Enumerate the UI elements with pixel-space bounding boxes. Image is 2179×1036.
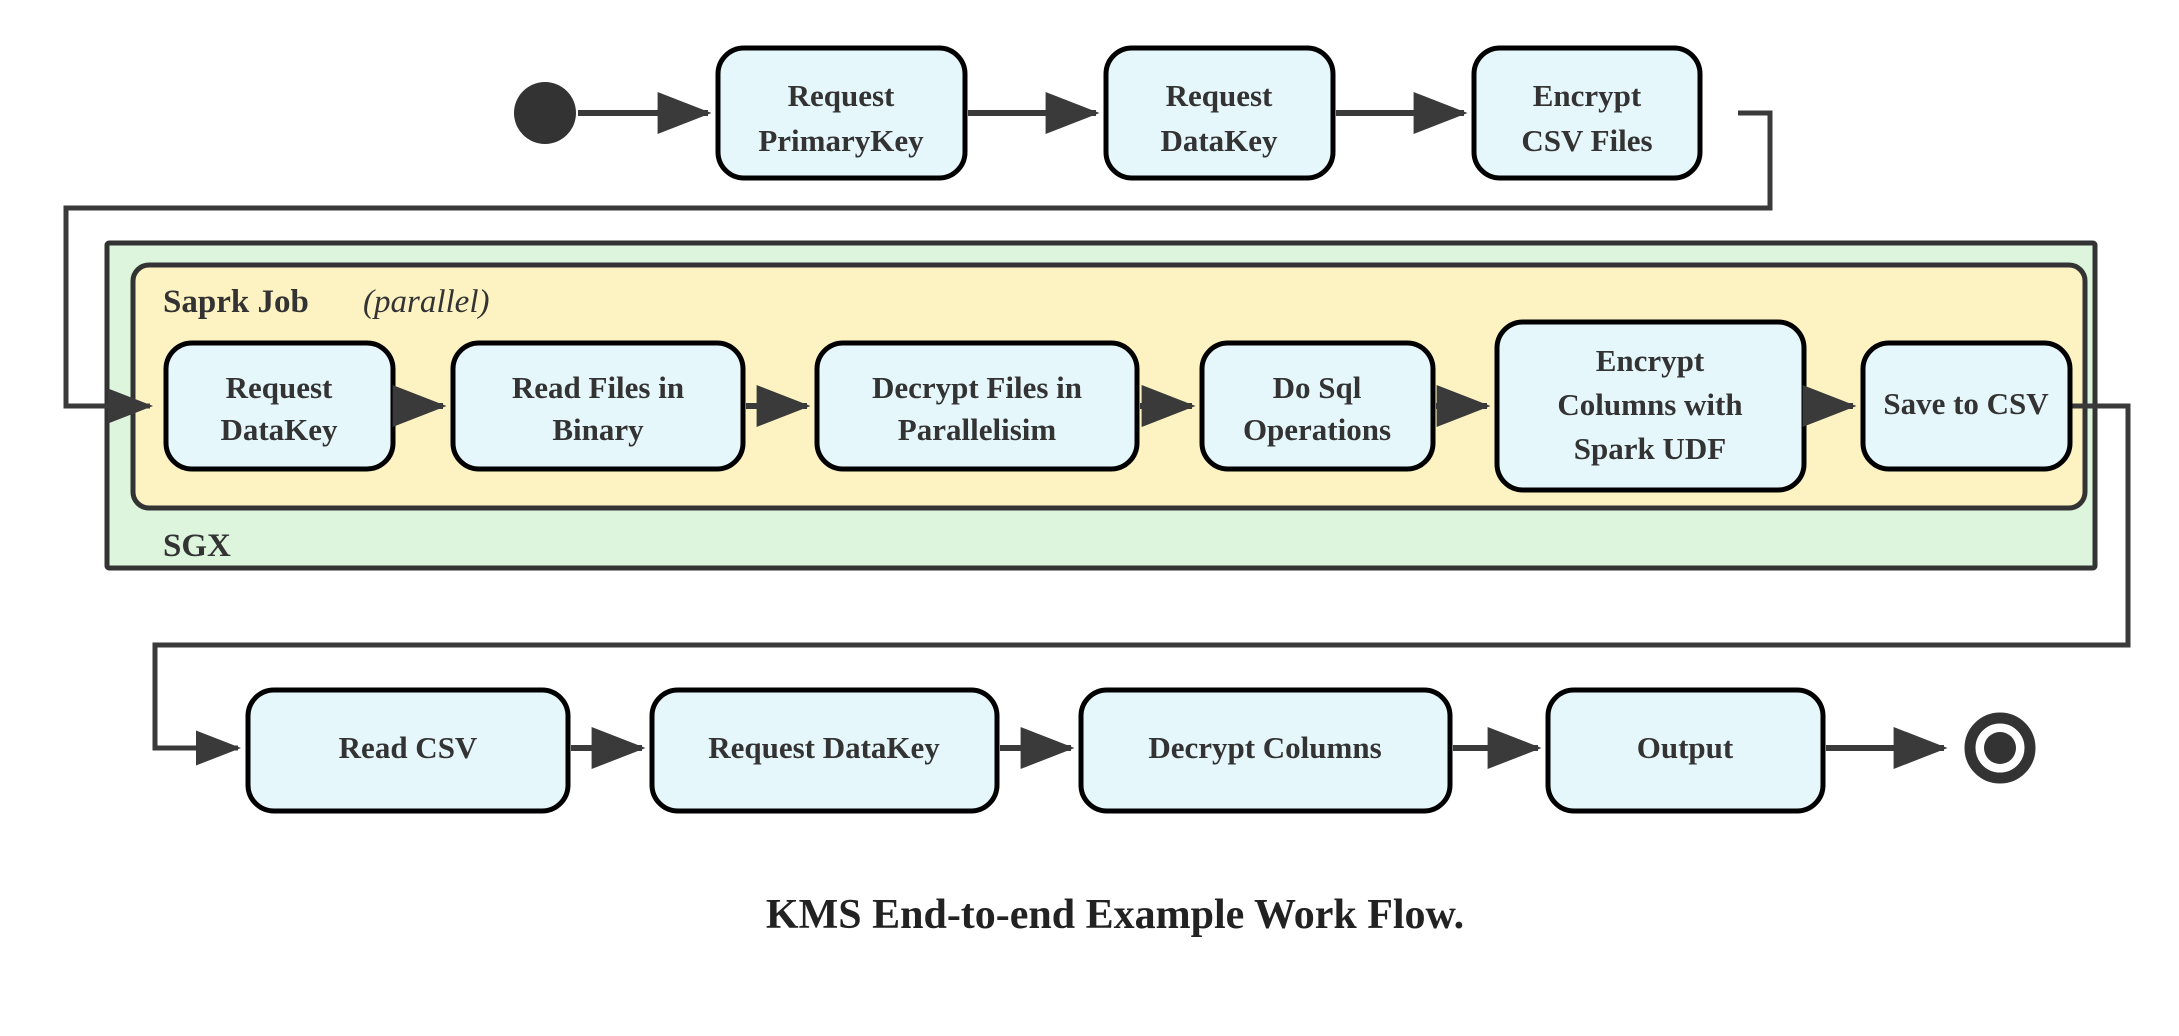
end-node-core	[1984, 732, 2016, 764]
node-read-files-in-binary-line-1: Binary	[552, 412, 644, 447]
node-request-datakey-top-line-0: Request	[1166, 78, 1273, 113]
node-do-sql-operations-line-1: Operations	[1243, 412, 1391, 447]
node-read-files-in-binary-line-0: Read Files in	[512, 370, 684, 405]
node-encrypt-csv-files[interactable]	[1471, 45, 1703, 181]
container-sgx-label: SGX	[163, 528, 231, 564]
node-encrypt-csv-files-line-0: Encrypt	[1533, 78, 1642, 113]
node-request-primarykey-line-1: PrimaryKey	[758, 123, 924, 158]
node-read-csv-line-0: Read CSV	[339, 730, 478, 765]
node-read-files-in-binary[interactable]	[450, 340, 746, 472]
node-encrypt-columns-with-spark-udf-line-0: Encrypt	[1596, 343, 1705, 378]
node-request-datakey-bottom[interactable]	[649, 687, 1000, 814]
container-spark-job-modifier: (parallel)	[363, 284, 489, 320]
node-encrypt-columns-with-spark-udf-line-2: Spark UDF	[1574, 431, 1726, 466]
node-request-datakey-spark-line-0: Request	[226, 370, 333, 405]
node-request-datakey-bottom-line-0: Request DataKey	[708, 730, 940, 765]
node-output[interactable]	[1545, 687, 1826, 814]
node-do-sql-operations[interactable]	[1199, 340, 1436, 472]
figure-caption: KMS End-to-end Example Work Flow.	[766, 892, 1464, 938]
node-read-csv[interactable]	[245, 687, 571, 814]
node-output-line-0: Output	[1637, 730, 1734, 765]
node-decrypt-files-in-parallelisim-line-1: Parallelisim	[898, 412, 1057, 447]
node-request-datakey-spark-line-1: DataKey	[220, 412, 338, 447]
node-encrypt-columns-with-spark-udf-line-1: Columns with	[1557, 387, 1742, 422]
node-request-primarykey[interactable]	[715, 45, 968, 181]
node-request-primarykey-line-0: Request	[788, 78, 895, 113]
start-node	[514, 82, 576, 144]
node-decrypt-columns-line-0: Decrypt Columns	[1148, 730, 1381, 765]
node-encrypt-csv-files-line-1: CSV Files	[1521, 123, 1652, 158]
container-spark-job-label: Saprk Job	[163, 284, 309, 320]
node-decrypt-files-in-parallelisim-line-0: Decrypt Files in	[872, 370, 1082, 405]
node-request-datakey-top-line-1: DataKey	[1160, 123, 1278, 158]
edge-encrypt-csv-to-spark-datakey	[63, 110, 1773, 424]
node-request-datakey-top[interactable]	[1103, 45, 1336, 181]
end-node-ring	[1964, 712, 2036, 784]
node-request-datakey-spark[interactable]	[163, 340, 396, 472]
edge-save-csv-to-read-csv	[152, 403, 2131, 766]
node-decrypt-columns[interactable]	[1078, 687, 1453, 814]
node-decrypt-files-in-parallelisim[interactable]	[814, 340, 1140, 472]
node-save-to-csv-line-0: Save to CSV	[1883, 386, 2049, 421]
node-do-sql-operations-line-0: Do Sql	[1273, 370, 1362, 405]
node-save-to-csv[interactable]	[1860, 340, 2073, 472]
